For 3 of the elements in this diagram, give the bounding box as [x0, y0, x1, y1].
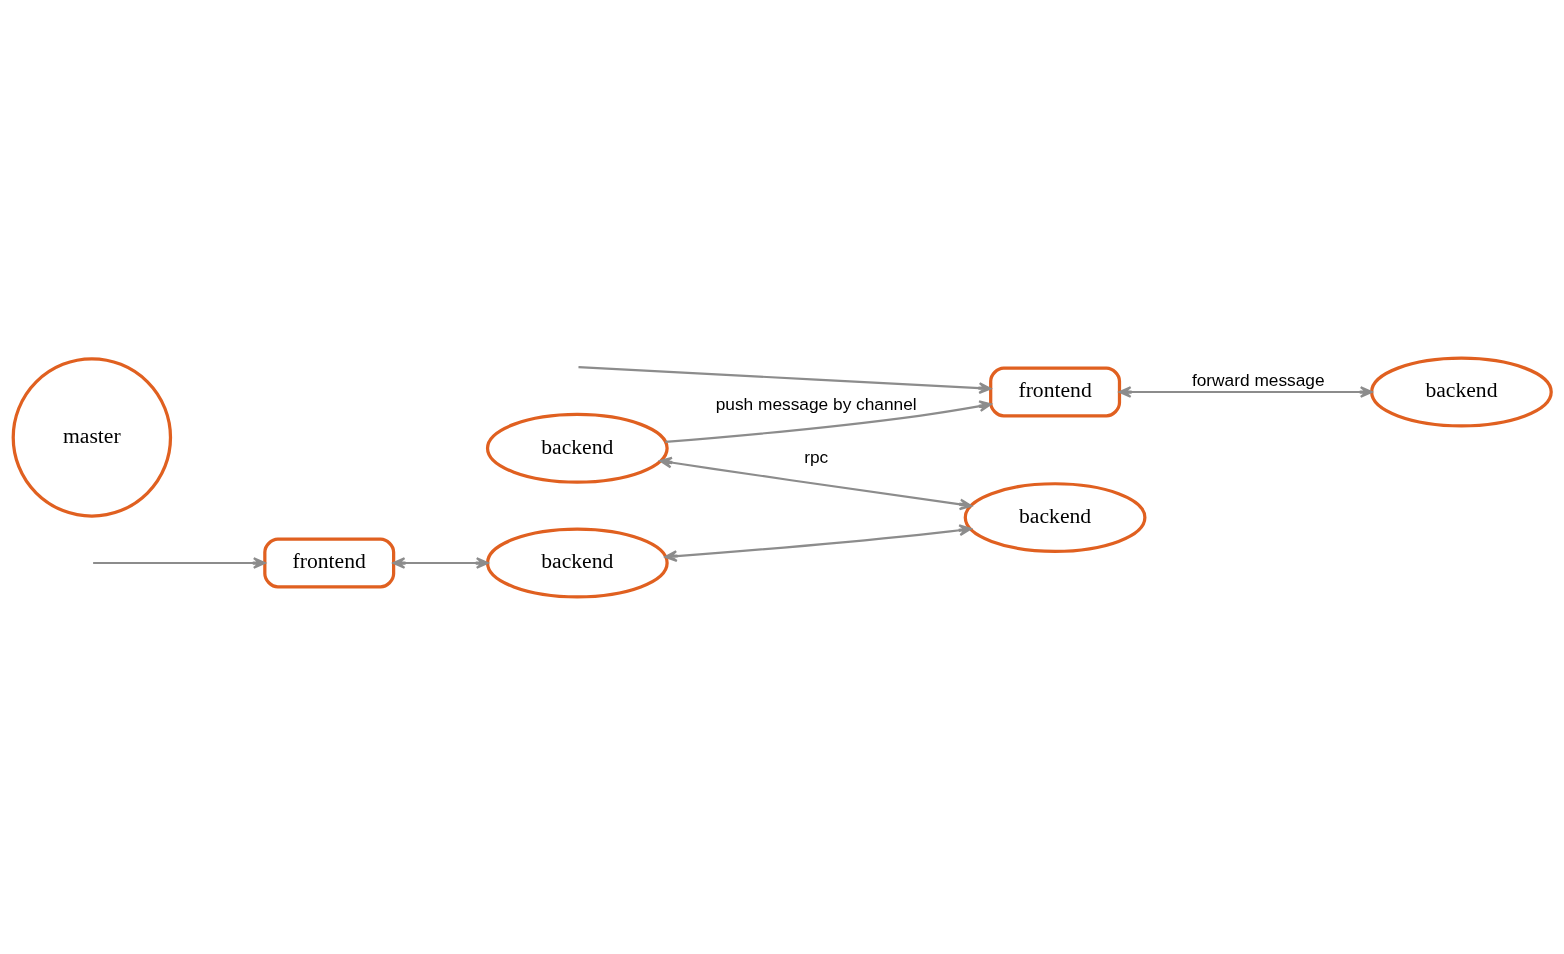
edge-label: push message by channel	[715, 393, 917, 414]
edge-label: forward message	[1191, 369, 1325, 390]
edge-label: rpc	[804, 446, 829, 467]
